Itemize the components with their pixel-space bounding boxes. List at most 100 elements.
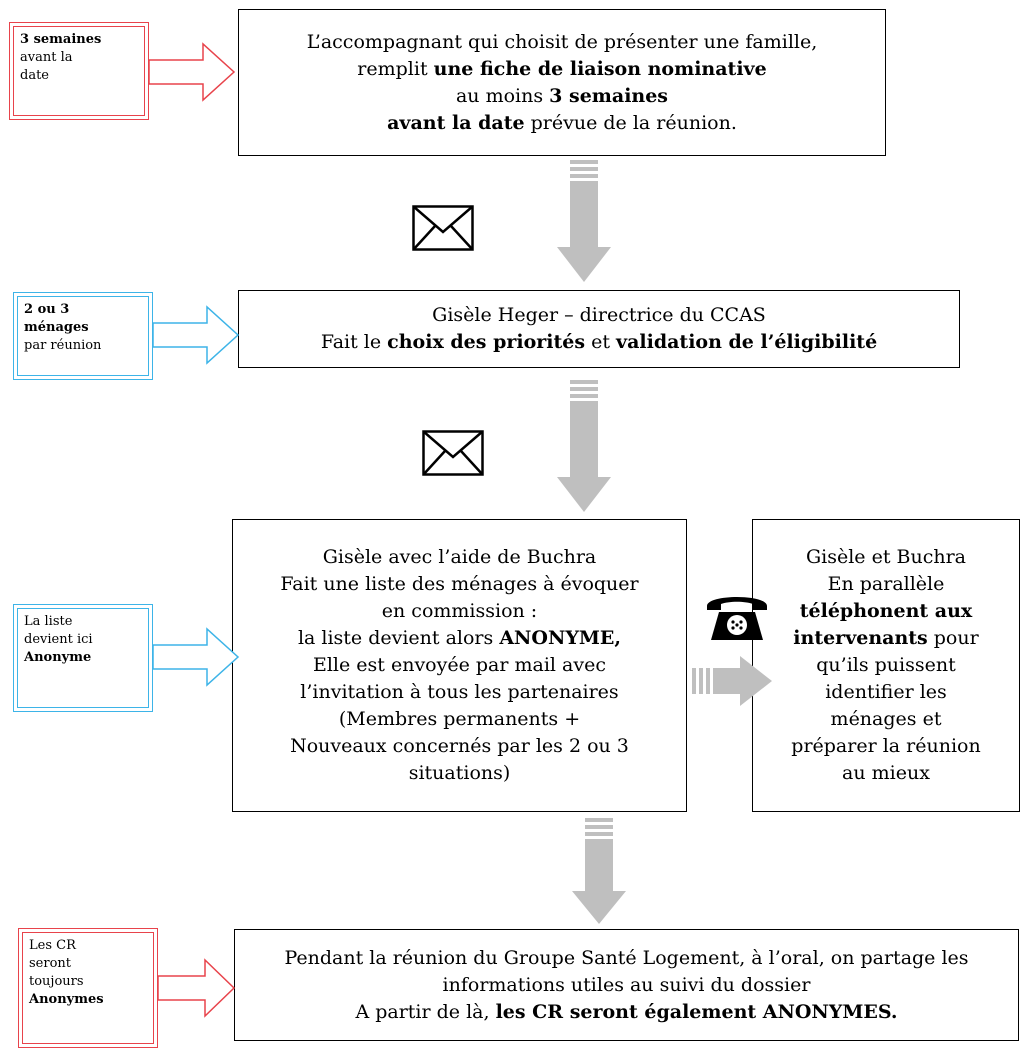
step-1-fiche-liaison-box: L’accompagnant qui choisit de présenter … xyxy=(238,9,886,156)
step-4-reunion-box: Pendant la réunion du Groupe Santé Logem… xyxy=(234,929,1019,1041)
text-line: en commission : xyxy=(280,598,638,625)
text: Nouveaux concernés par les 2 ou 3 xyxy=(290,735,629,757)
text-line: l’invitation à tous les partenaires xyxy=(280,679,638,706)
text-line: par réunion xyxy=(24,337,142,355)
text: au mieux xyxy=(842,762,930,784)
down-arrow-3 xyxy=(572,818,626,924)
text: situations) xyxy=(408,762,511,784)
text-line: téléphonent aux xyxy=(791,598,980,625)
step-3b-telephone-box: Gisèle et Buchra En parallèle téléphonent … xyxy=(752,519,1020,812)
text-line: Gisèle Heger – directrice du CCAS xyxy=(321,302,877,329)
text-line: 3 semaines xyxy=(20,31,138,49)
text: prévue de la réunion. xyxy=(524,111,737,134)
text: toujours xyxy=(29,974,84,989)
text-line: Elle est envoyée par mail avec xyxy=(280,652,638,679)
text-line: la liste devient alors ANONYME, xyxy=(280,625,638,652)
bold-text: validation de l’éligibilité xyxy=(616,331,878,353)
text-line: qu’ils puissent xyxy=(791,652,980,679)
step-2-text: Gisèle Heger – directrice du CCAS Fait le… xyxy=(321,302,877,356)
text-line: ménages xyxy=(24,319,142,337)
text-line: La liste xyxy=(24,613,142,631)
text: Les CR xyxy=(29,938,76,953)
step-2-validation-box: Gisèle Heger – directrice du CCAS Fait le… xyxy=(238,290,960,368)
right-arrow xyxy=(692,656,772,706)
side-arrow-4 xyxy=(157,958,236,1018)
text-line: toujours xyxy=(29,973,147,991)
bold-text: Anonymes xyxy=(29,992,104,1007)
text: Gisèle avec l’aide de Buchra xyxy=(322,546,597,568)
text: devient ici xyxy=(24,632,93,647)
text-line: avant la xyxy=(20,49,138,67)
step-3b-text: Gisèle et Buchra En parallèle téléphonent … xyxy=(791,544,980,787)
text: seront xyxy=(29,956,72,971)
text-line: devient ici xyxy=(24,631,142,649)
text: Pendant la réunion du Groupe Santé Logem… xyxy=(284,946,969,969)
text: par réunion xyxy=(24,338,102,353)
text: et xyxy=(585,331,617,353)
text-line: date xyxy=(20,67,138,85)
envelope-icon xyxy=(422,430,484,476)
text: La liste xyxy=(24,614,73,629)
bold-text: téléphonent aux xyxy=(799,600,973,622)
side-arrow-2 xyxy=(152,305,240,365)
text: Gisèle Heger – directrice du CCAS xyxy=(432,304,766,326)
text: avant la xyxy=(20,50,73,65)
envelope-icon xyxy=(412,205,474,251)
text-line: au moins 3 semaines xyxy=(307,83,818,110)
text-line: Gisèle et Buchra xyxy=(791,544,980,571)
text-line: au mieux xyxy=(791,760,980,787)
text: En parallèle xyxy=(827,573,945,595)
text: au moins xyxy=(455,84,550,107)
text-line: 2 ou 3 xyxy=(24,301,142,319)
text: date xyxy=(20,68,49,83)
text: Elle est envoyée par mail avec xyxy=(312,654,606,676)
text-line: Les CR xyxy=(29,937,147,955)
text-line: seront xyxy=(29,955,147,973)
bold-text: choix des priorités xyxy=(387,331,586,353)
text-line: Gisèle avec l’aide de Buchra xyxy=(280,544,638,571)
text: A partir de là, xyxy=(355,1000,496,1023)
text-line: Anonyme xyxy=(24,649,142,667)
telephone-icon xyxy=(707,597,767,640)
step-1-text: L’accompagnant qui choisit de présenter … xyxy=(307,29,818,137)
text: Fait le xyxy=(320,331,388,353)
text: (Membres permanents + xyxy=(338,708,581,730)
step-4-text: Pendant la réunion du Groupe Santé Logem… xyxy=(284,945,968,1026)
text: préparer la réunion xyxy=(791,735,981,757)
text-line: L’accompagnant qui choisit de présenter … xyxy=(307,29,818,56)
text: L’accompagnant qui choisit de présenter … xyxy=(306,30,818,53)
bold-text: avant la date xyxy=(387,111,525,134)
text-line: situations) xyxy=(280,760,638,787)
bold-text: intervenants xyxy=(793,627,928,649)
text: en commission : xyxy=(381,600,538,622)
text-line: intervenants pour xyxy=(791,625,980,652)
text-line: remplit une fiche de liaison nominative xyxy=(307,56,818,83)
bold-text: 3 semaines xyxy=(549,84,669,107)
text: remplit xyxy=(357,57,434,80)
text: ménages et xyxy=(830,708,942,730)
side-arrow-3 xyxy=(152,627,240,687)
text: identifier les xyxy=(825,681,947,703)
text-line: avant la date prévue de la réunion. xyxy=(307,110,818,137)
text-line: préparer la réunion xyxy=(791,733,980,760)
text-line: En parallèle xyxy=(791,571,980,598)
text-line: ménages et xyxy=(791,706,980,733)
side-arrow-1 xyxy=(148,42,236,102)
text: informations utiles au suivi du dossier xyxy=(442,973,811,996)
text: Gisèle et Buchra xyxy=(805,546,966,568)
text-line: identifier les xyxy=(791,679,980,706)
down-arrow-1 xyxy=(557,160,611,282)
text-line: Nouveaux concernés par les 2 ou 3 xyxy=(280,733,638,760)
down-arrow-2 xyxy=(557,380,611,512)
text: l’invitation à tous les partenaires xyxy=(300,681,619,703)
